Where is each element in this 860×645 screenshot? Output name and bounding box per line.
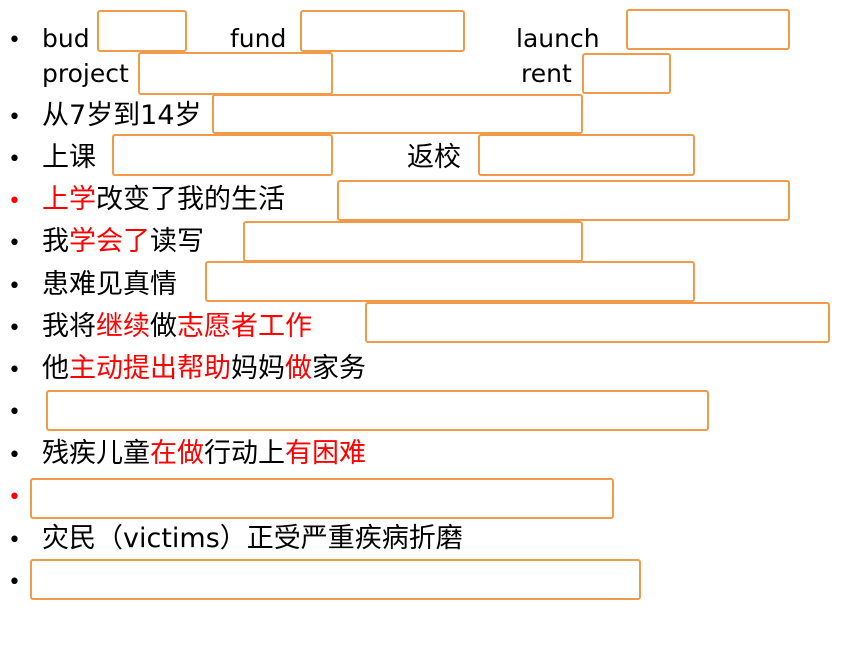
vocab-project: project [42,59,129,88]
sentence-1-text: 从7岁到14岁 [42,100,202,131]
answer-box-sentence-2a[interactable] [112,134,333,176]
bullet: • [8,316,21,341]
highlight-text: 主动提出帮助 [69,353,231,384]
plain-text: 妈妈 [231,353,285,384]
bullet: • [8,528,21,553]
bullet: • [8,147,21,172]
plain-text: 我将 [42,311,96,342]
sentence-2-part-a: 上课 [42,142,96,173]
plain-text: 做 [150,311,177,342]
sentence-1: 从7岁到14岁 [42,99,202,133]
answer-box-line-11[interactable] [30,478,614,519]
sentence-4: 我学会了读写 [42,225,204,259]
plain-text: 我 [42,226,69,257]
sentence-5: 患难见真情 [42,268,177,302]
plain-text: 行动上 [204,438,285,469]
sentence-3: 上学改变了我的生活 [42,183,285,217]
vocab-fund: fund [230,24,287,53]
vocab-launch: launch [516,24,600,53]
answer-box-sentence-4[interactable] [243,221,583,262]
answer-box-sentence-1[interactable] [212,94,583,134]
highlight-text: 在做 [150,438,204,469]
answer-box-rent[interactable] [582,53,671,94]
answer-box-bud[interactable] [97,10,187,52]
sentence-9: 灾民（victims）正受严重疾病折磨 [42,522,463,556]
plain-text: 改变了我的生活 [96,184,285,215]
highlight-text: 继续 [96,311,150,342]
bullet: • [8,231,21,256]
plain-text: 家务 [312,353,366,384]
plain-text: 读写 [150,226,204,257]
answer-box-fund[interactable] [300,10,465,52]
bullet: • [8,28,21,53]
answer-box-sentence-6[interactable] [365,302,830,343]
highlight-text: 上学 [42,184,96,215]
plain-text: 灾民（victims）正受严重疾病折磨 [42,523,463,554]
answer-box-launch[interactable] [626,9,790,50]
sentence-6: 我将继续做志愿者工作 [42,310,312,344]
sentence-8: 残疾儿童在做行动上有困难 [42,437,366,471]
answer-box-line-13[interactable] [30,559,641,600]
bullet: • [8,485,21,510]
highlight-text: 有困难 [285,438,366,469]
bullet: • [8,443,21,468]
highlight-text: 做 [285,353,312,384]
plain-text: 残疾儿童 [42,438,150,469]
bullet: • [8,105,21,130]
answer-box-sentence-2b[interactable] [478,134,695,176]
answer-box-project[interactable] [138,52,333,95]
highlight-text: 志愿者工作 [177,311,312,342]
highlight-text: 学会了 [69,226,150,257]
vocab-rent: rent [521,59,572,88]
sentence-2-part-b: 返校 [407,142,461,173]
bullet: • [8,570,21,595]
answer-box-sentence-3[interactable] [337,180,790,221]
bullet: • [8,189,21,214]
sentence-7: 他主动提出帮助妈妈做家务 [42,352,366,386]
plain-text: 患难见真情 [42,269,177,300]
answer-box-sentence-5[interactable] [205,261,695,302]
bullet: • [8,274,21,299]
plain-text: 他 [42,353,69,384]
bullet: • [8,358,21,383]
answer-box-line-9[interactable] [46,390,709,431]
vocab-bud: bud [42,24,90,53]
bullet: • [8,400,21,425]
